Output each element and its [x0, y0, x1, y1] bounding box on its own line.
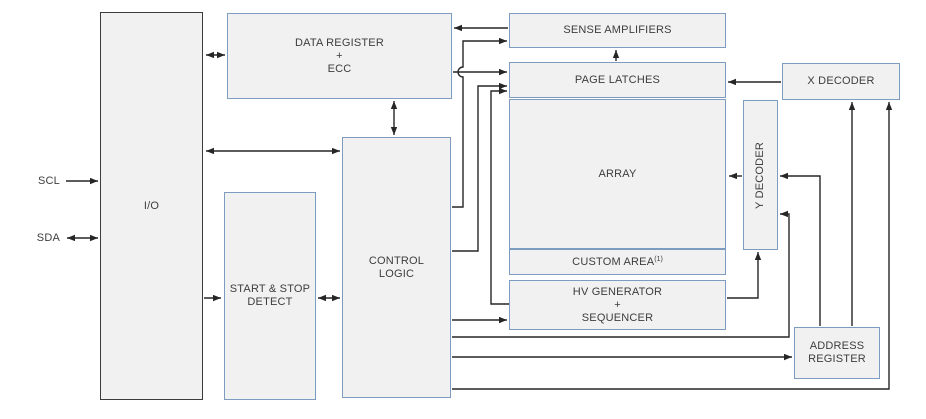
hv-generator-block: HV GENERATOR + SEQUENCER [509, 280, 726, 330]
x-decoder-label: X DECODER [807, 75, 875, 87]
control-logic-block: CONTROL LOGIC [342, 137, 451, 398]
data-register-block: DATA REGISTER + ECC [227, 13, 452, 99]
scl-label: SCL [38, 175, 60, 187]
connector-control-logic-to-sense-amps [452, 37, 507, 208]
array-label: ARRAY [598, 167, 637, 180]
custom-area-label: CUSTOM AREA(1) [572, 255, 663, 268]
page-latches-block: PAGE LATCHES [509, 62, 726, 98]
sense-amplifiers-block: SENSE AMPLIFIERS [509, 13, 726, 48]
x-decoder-block: X DECODER [782, 63, 900, 100]
data-register-label: DATA REGISTER + ECC [295, 36, 384, 75]
address-register-label: ADDRESS REGISTER [808, 340, 866, 365]
connector-hv-generator-to-page-latches [490, 87, 509, 305]
y-decoder-block: Y DECODER [743, 100, 778, 250]
connector-control-logic-to-page-latches [452, 82, 507, 252]
control-logic-label: CONTROL LOGIC [368, 254, 425, 280]
sense-amplifiers-label: SENSE AMPLIFIERS [563, 24, 672, 36]
sda-label: SDA [36, 232, 60, 244]
io-block: I/O [100, 12, 203, 400]
start-stop-detect-label: START & STOP DETECT [229, 283, 311, 308]
custom-area-block: CUSTOM AREA(1) [509, 249, 726, 275]
connector-hv-generator-to-y-decoder [727, 252, 762, 299]
page-latches-label: PAGE LATCHES [574, 73, 661, 86]
io-label: I/O [143, 199, 160, 212]
array-block: ARRAY [509, 99, 726, 249]
connector-address-register-to-y-decoder [780, 172, 821, 326]
y-decoder-label: Y DECODER [754, 141, 766, 209]
hv-generator-label: HV GENERATOR + SEQUENCER [572, 285, 663, 324]
custom-area-footnote: (1) [654, 255, 663, 263]
address-register-block: ADDRESS REGISTER [794, 327, 880, 379]
start-stop-detect-block: START & STOP DETECT [224, 192, 316, 400]
